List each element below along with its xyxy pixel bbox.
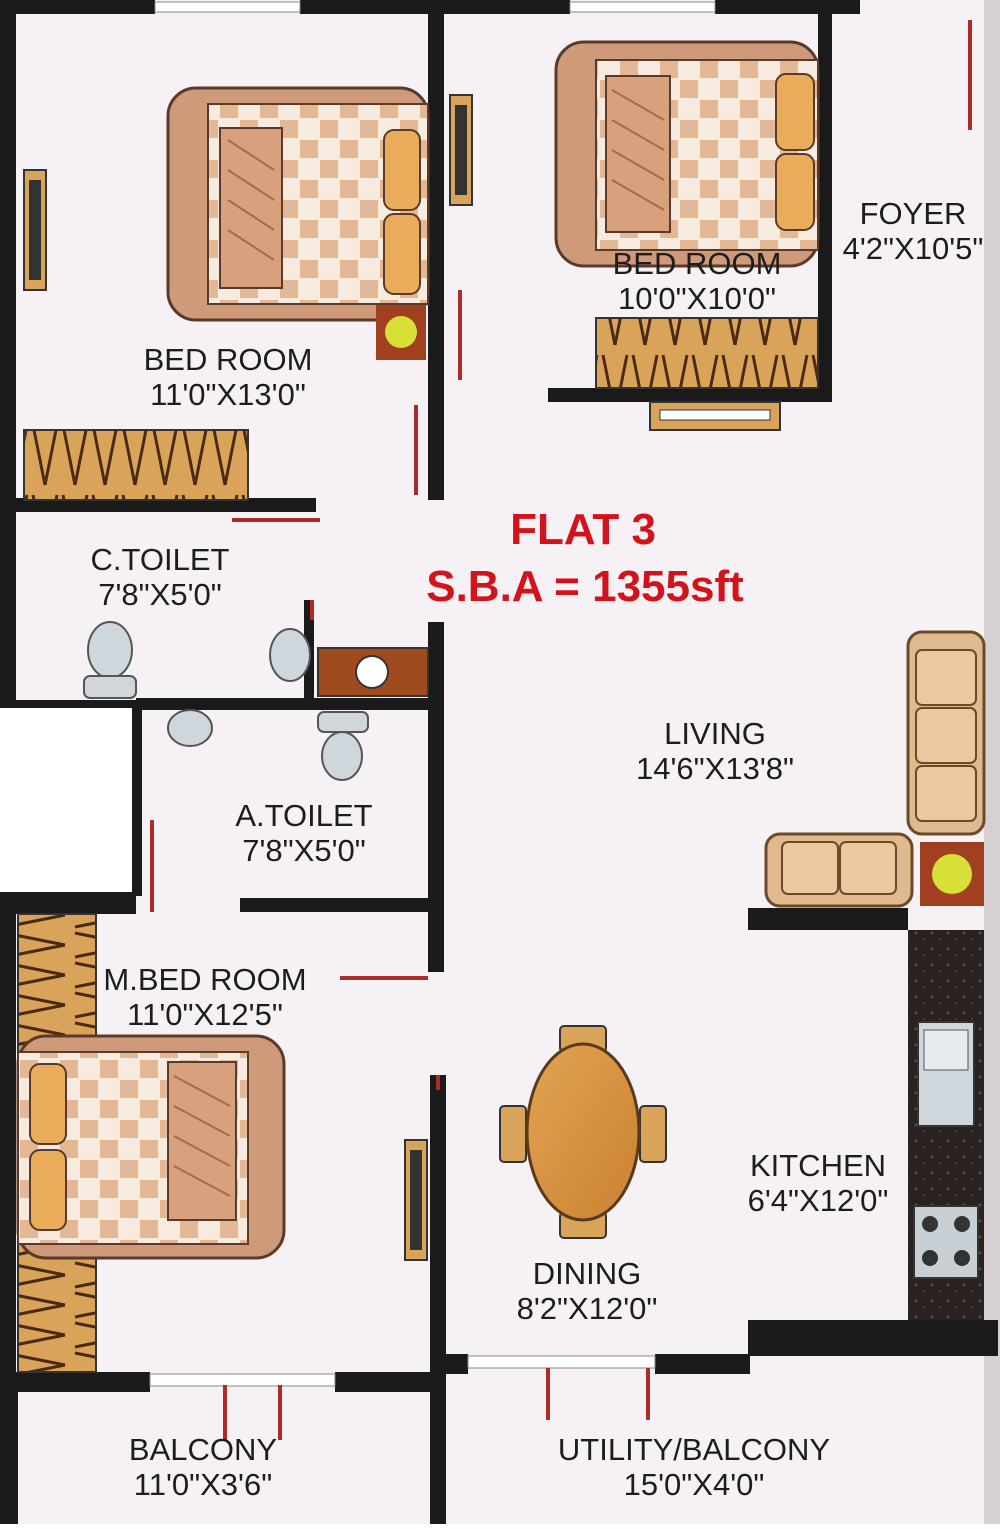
room-size: 10'0"X10'0" (618, 281, 776, 316)
windows (23, 1, 781, 1387)
flat-title: FLAT 3 (510, 505, 656, 554)
a-toilet-fixtures (167, 709, 369, 781)
room-name: UTILITY/BALCONY (557, 1432, 831, 1467)
plant-2 (932, 854, 972, 894)
bed-2 (554, 40, 820, 268)
room-size: 11'0"X12'5" (127, 997, 283, 1032)
plant-1 (385, 316, 417, 348)
room-name: DINING (532, 1256, 642, 1291)
room-size: 11'0"X13'0" (150, 377, 306, 412)
wardrobe-1 (23, 429, 249, 501)
utility-balcony-label: UTILITY/BALCONY 15'0"X4'0" (558, 1432, 830, 1502)
living-label: LIVING 14'6"X13'8" (636, 716, 794, 786)
super-built-up-area: S.B.A = 1355sft (426, 562, 744, 611)
c-toilet-label: C.TOILET 7'8"X5'0" (91, 542, 230, 612)
room-name: LIVING (664, 716, 766, 751)
room-name: A.TOILET (235, 798, 373, 833)
wardrobe-3a (17, 913, 97, 1055)
a-toilet-label: A.TOILET 7'8"X5'0" (235, 798, 372, 868)
sofa-horizontal (764, 832, 914, 908)
room-size: 15'0"X4'0" (623, 1467, 765, 1502)
kitchen-label: KITCHEN 6'4"X12'0" (748, 1148, 889, 1218)
room-name: BED ROOM (143, 342, 313, 377)
dining-label: DINING 8'2"X12'0" (517, 1256, 658, 1326)
room-name: BED ROOM (612, 246, 782, 281)
room-size: 8'2"X12'0" (516, 1291, 658, 1326)
bed-3 (16, 1034, 286, 1260)
plan-cutout (0, 706, 136, 896)
room-name: C.TOILET (90, 542, 230, 577)
sofa-vertical (906, 630, 986, 836)
room-name: BALCONY (128, 1432, 278, 1467)
room-size: 7'8"X5'0" (242, 833, 366, 868)
room-size: 14'6"X13'8" (636, 751, 794, 786)
stove (913, 1205, 979, 1279)
room-size: 7'8"X5'0" (98, 577, 222, 612)
door-marks (150, 20, 972, 1440)
c-toilet-fixtures (83, 621, 429, 699)
room-name: FOYER (859, 196, 967, 231)
bedroom-1-label: BED ROOM 11'0"X13'0" (144, 342, 313, 412)
room-name: M.BED ROOM (103, 962, 307, 997)
room-size: 6'4"X12'0" (747, 1183, 889, 1218)
bedroom-2-label: BED ROOM 10'0"X10'0" (613, 246, 782, 316)
bed-1 (166, 86, 430, 322)
foyer-label: FOYER 4'2"X10'5" (843, 196, 984, 266)
room-size: 11'0"X3'6" (133, 1467, 273, 1502)
wardrobe-2 (595, 317, 819, 389)
dining-table (499, 1025, 667, 1239)
balcony-label: BALCONY 11'0"X3'6" (129, 1432, 277, 1502)
room-size: 4'2"X10'5" (842, 231, 984, 266)
m-bedroom-label: M.BED ROOM 11'0"X12'5" (103, 962, 306, 1032)
room-name: KITCHEN (749, 1148, 887, 1183)
